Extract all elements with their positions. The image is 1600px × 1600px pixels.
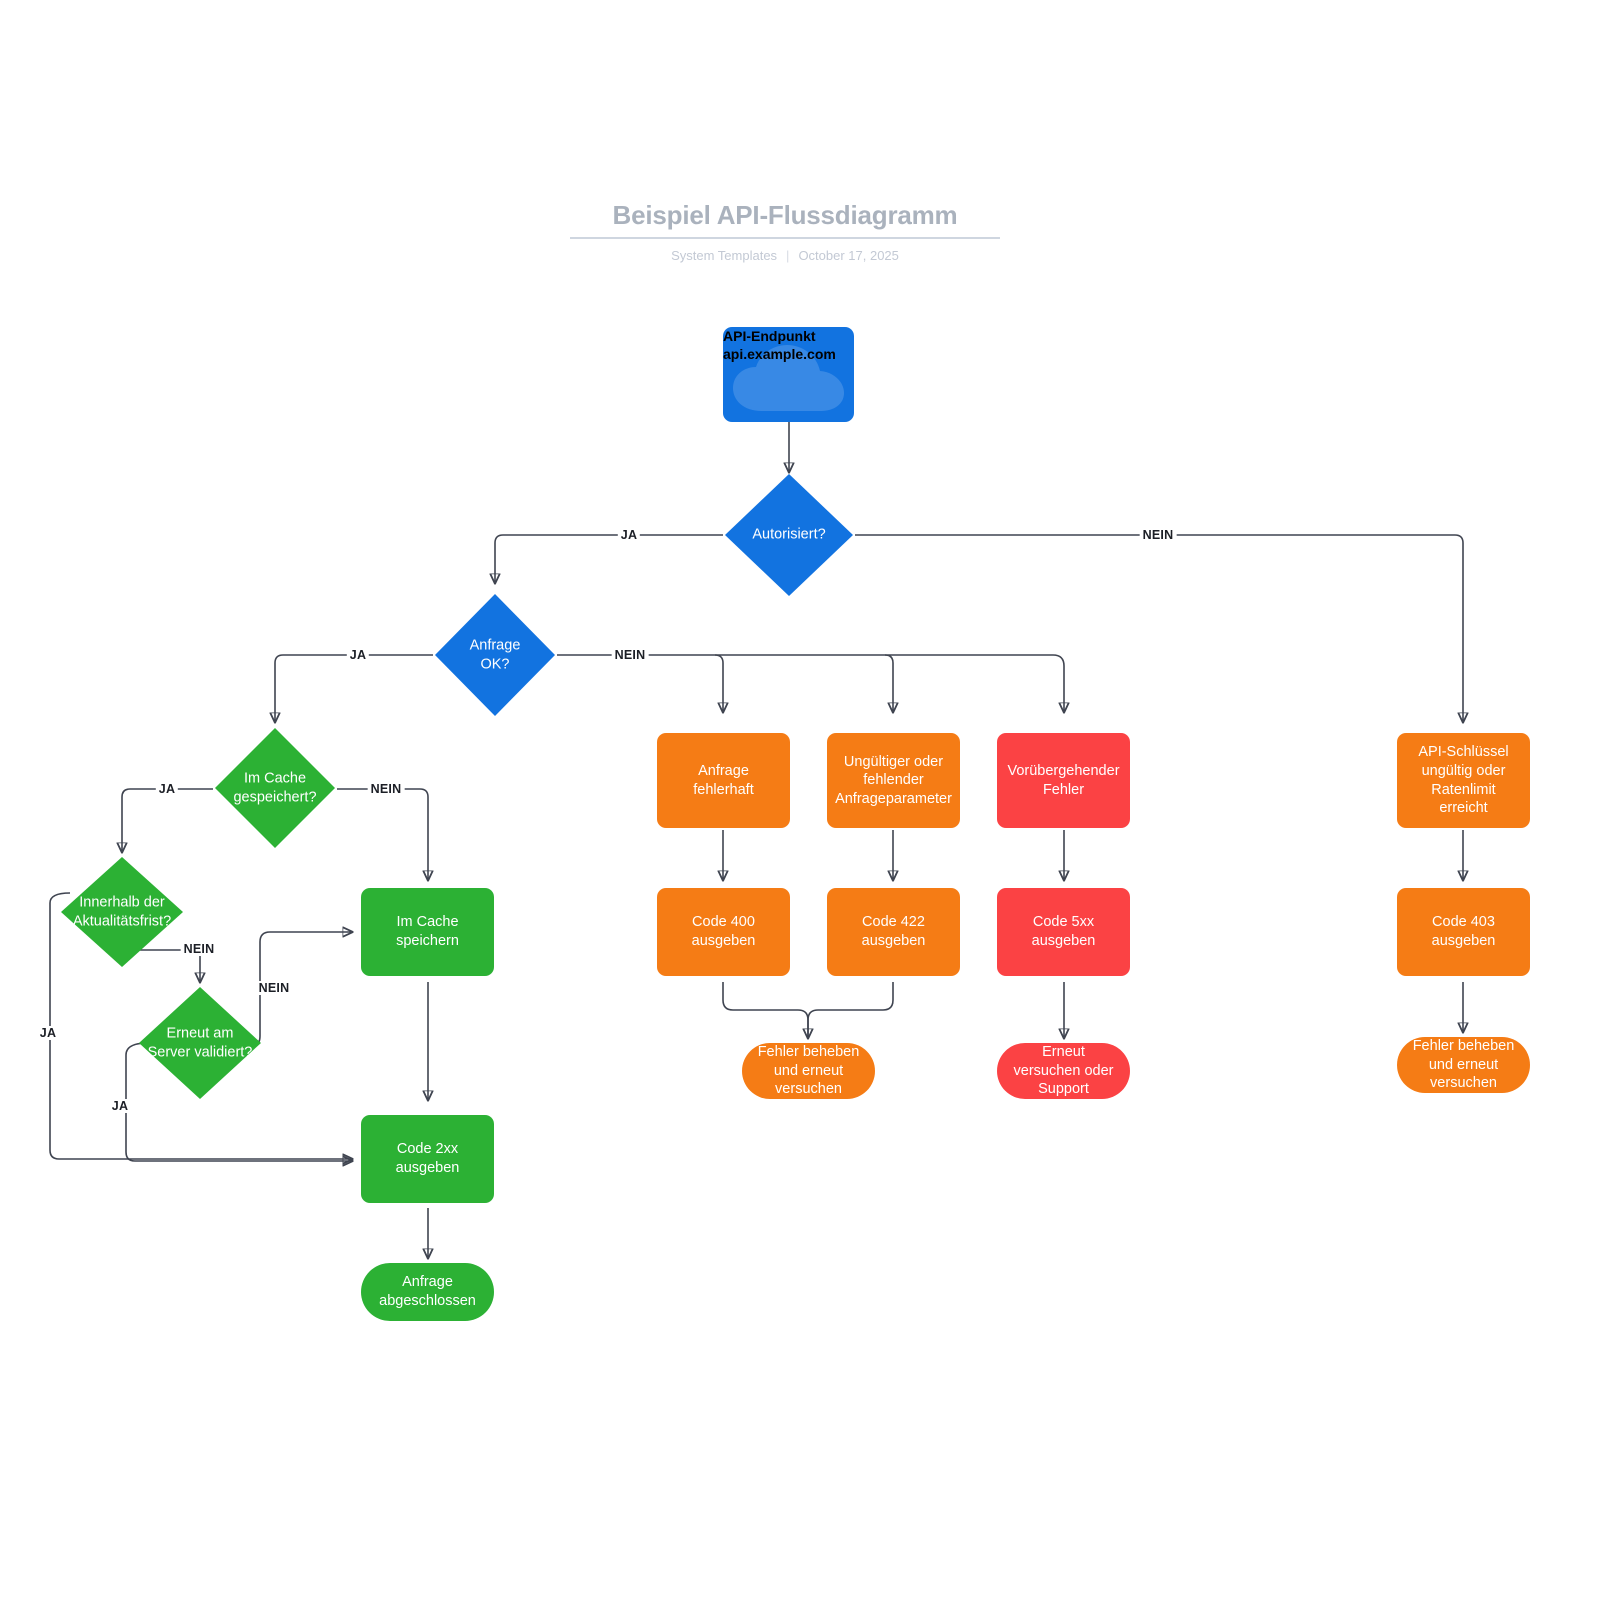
node-code-422[interactable]: Code 422 ausgeben [827, 888, 960, 976]
edge-authorized-keyinvalid [855, 534, 1463, 722]
edge-label-requestok-ja: JA [346, 648, 370, 662]
edge-requestok-badparams [884, 654, 893, 712]
header-author: System Templates [671, 248, 778, 263]
node-fix-and-retry-right[interactable]: Fehler beheben und erneut versuchen [1397, 1037, 1530, 1093]
node-label: Fehler beheben und erneut versuchen [1412, 1038, 1515, 1092]
node-freshness-window[interactable]: Innerhalb der Aktualitätsfrist? [60, 856, 184, 968]
edge-authorized-requestok [495, 534, 723, 583]
edge-label-fresh-ja: JA [36, 1026, 60, 1040]
edge-requestok-temperror [1052, 654, 1064, 712]
node-api-key-invalid[interactable]: API-Schlüssel ungültig oder Ratenlimit e… [1397, 733, 1530, 828]
node-cached[interactable]: Im Cache gespeichert? [213, 726, 337, 850]
node-label: Code 2xx ausgeben [395, 1141, 460, 1176]
header-divider: | [786, 248, 790, 263]
node-label: Code 400 ausgeben [691, 914, 756, 949]
node-label: Anfrage OK? [469, 637, 521, 672]
edge-requestok-cached [275, 654, 433, 722]
node-label: API-Schlüssel ungültig oder Ratenlimit e… [1418, 744, 1509, 817]
node-server-revalidated[interactable]: Erneut am Server validiert? [138, 986, 262, 1100]
node-label: Anfrage abgeschlossen [379, 1274, 476, 1309]
node-retry-or-support[interactable]: Erneut versuchen oder Support [997, 1043, 1130, 1099]
node-label: Erneut versuchen oder Support [1013, 1044, 1114, 1098]
node-label: Im Cache speichern [396, 914, 459, 949]
node-store-cache[interactable]: Im Cache speichern [361, 888, 494, 976]
header-subtitle: System Templates | October 17, 2025 [570, 248, 1000, 263]
node-code-5xx[interactable]: Code 5xx ausgeben [997, 888, 1130, 976]
edge-code400-fixretry [722, 982, 808, 1038]
node-api-endpoint[interactable]: API-Endpunkt api.example.com [723, 327, 854, 422]
edge-label-requestok-nein: NEIN [611, 648, 649, 662]
node-fix-and-retry-center[interactable]: Fehler beheben und erneut versuchen [742, 1043, 875, 1099]
diamond-shape [61, 857, 183, 967]
edge-cached-storecache [337, 788, 428, 880]
node-label: Code 422 ausgeben [861, 914, 926, 949]
page-title: Beispiel API-Flussdiagramm [570, 200, 1000, 239]
edge-label-authorized-ja: JA [617, 528, 641, 542]
node-request-complete[interactable]: Anfrage abgeschlossen [361, 1263, 494, 1321]
node-bad-params[interactable]: Ungültiger oder fehlender Anfrageparamet… [827, 733, 960, 828]
node-authorized[interactable]: Autorisiert? [723, 472, 855, 598]
node-label: Innerhalb der Aktualitätsfrist? [72, 894, 172, 929]
node-label: Autorisiert? [752, 526, 826, 543]
cloud-icon [732, 345, 844, 412]
diamond-shape [139, 987, 261, 1099]
node-bad-request[interactable]: Anfrage fehlerhaft [657, 733, 790, 828]
edge-code422-fixretry [807, 982, 894, 1038]
header-date: October 17, 2025 [798, 248, 899, 263]
diamond-shape [725, 474, 853, 596]
node-label: Im Cache gespeichert? [233, 770, 317, 805]
edge-label-fresh-nein: NEIN [180, 942, 218, 956]
diamond-shape [435, 594, 555, 716]
node-code-2xx[interactable]: Code 2xx ausgeben [361, 1115, 494, 1203]
edge-label-authorized-nein: NEIN [1139, 528, 1177, 542]
node-label: Code 403 ausgeben [1431, 914, 1496, 949]
edge-requestok-badrequest [714, 654, 723, 712]
diamond-shape [215, 728, 335, 848]
node-label: Fehler beheben und erneut versuchen [757, 1044, 860, 1098]
node-label: API-Endpunkt api.example.com [723, 328, 836, 363]
node-label: Vorübergehender Fehler [1007, 762, 1120, 798]
edge-label-cached-nein: NEIN [367, 782, 405, 796]
node-request-ok[interactable]: Anfrage OK? [433, 592, 557, 718]
node-label: Erneut am Server validiert? [147, 1025, 253, 1060]
node-label: Ungültiger oder fehlender Anfrageparamet… [835, 753, 952, 807]
edge-label-revalidate-nein: NEIN [255, 981, 293, 995]
node-label: Anfrage fehlerhaft [693, 762, 754, 798]
edge-label-revalidate-ja: JA [108, 1099, 132, 1113]
node-code-403[interactable]: Code 403 ausgeben [1397, 888, 1530, 976]
node-label: Code 5xx ausgeben [1031, 914, 1096, 949]
edge-label-cached-ja: JA [155, 782, 179, 796]
node-temporary-error[interactable]: Vorübergehender Fehler [997, 733, 1130, 828]
node-code-400[interactable]: Code 400 ausgeben [657, 888, 790, 976]
diagram-header: Beispiel API-Flussdiagramm System Templa… [570, 200, 1000, 263]
